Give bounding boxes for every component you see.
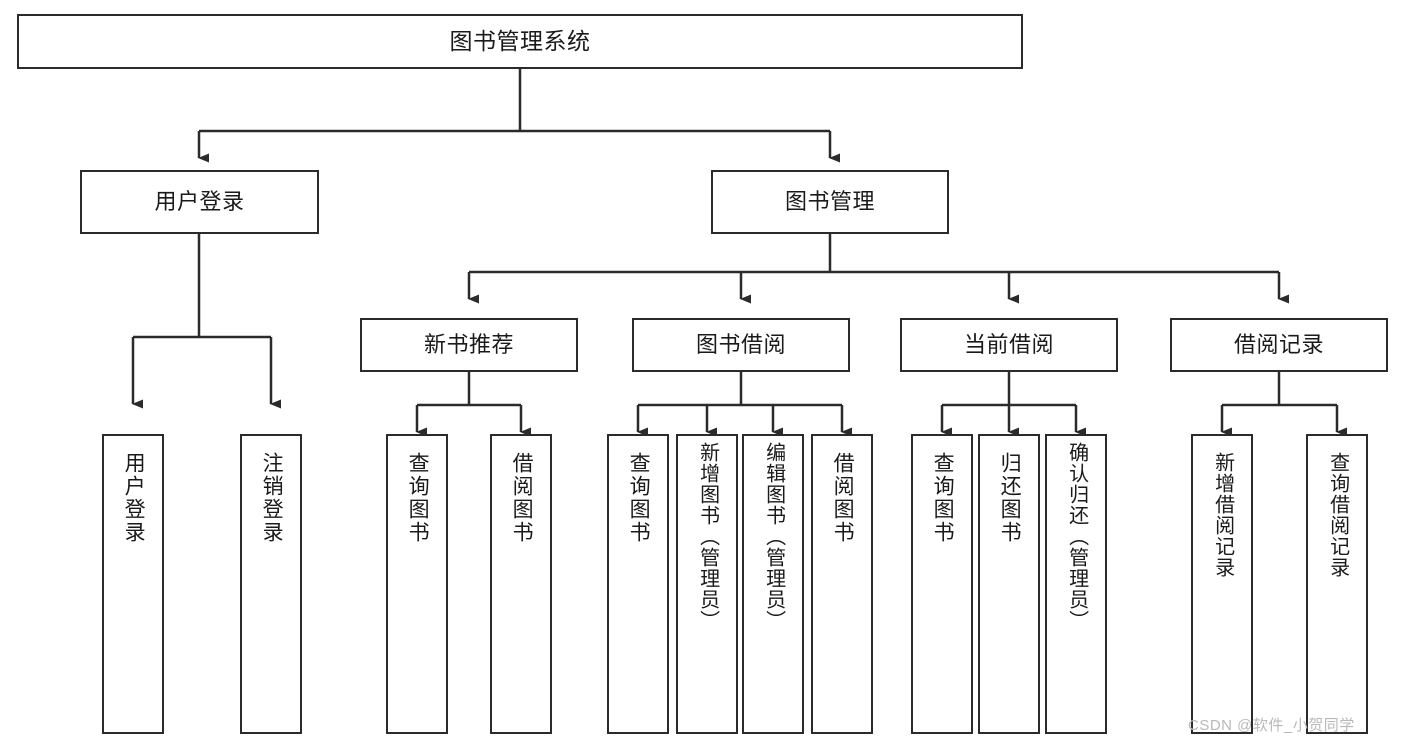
node-leaf-query-book-2-label: 查询图书 <box>627 452 651 544</box>
node-leaf-query-book-2[interactable]: 查询图书 <box>607 434 669 734</box>
node-leaf-query-book-1-label: 查询图书 <box>406 452 430 544</box>
node-new-book-recommend-label: 新书推荐 <box>423 332 514 358</box>
node-leaf-logout[interactable]: 注销登录 <box>240 434 302 734</box>
node-user-login-label: 用户登录 <box>154 189 245 215</box>
node-leaf-borrow-book-2[interactable]: 借阅图书 <box>811 434 873 734</box>
node-leaf-query-borrow-record[interactable]: 查询借阅记录 <box>1306 434 1368 734</box>
node-current-borrow-label: 当前借阅 <box>963 332 1054 358</box>
node-book-borrow[interactable]: 图书借阅 <box>632 318 850 372</box>
node-leaf-return-book[interactable]: 归还图书 <box>978 434 1040 734</box>
node-leaf-edit-book-admin-label: 编辑图书（管理员） <box>762 442 785 631</box>
node-leaf-add-book-admin-label: 新增图书（管理员） <box>696 442 719 631</box>
node-user-login[interactable]: 用户登录 <box>80 170 319 234</box>
node-root-label: 图书管理系统 <box>449 28 591 55</box>
node-current-borrow[interactable]: 当前借阅 <box>900 318 1118 372</box>
node-leaf-query-borrow-record-label: 查询借阅记录 <box>1326 452 1349 578</box>
node-leaf-confirm-return-admin-label: 确认归还（管理员） <box>1065 442 1088 631</box>
node-leaf-return-book-label: 归还图书 <box>998 452 1022 544</box>
node-book-management[interactable]: 图书管理 <box>711 170 949 234</box>
node-leaf-query-book-3-label: 查询图书 <box>931 452 955 544</box>
node-borrow-records[interactable]: 借阅记录 <box>1170 318 1388 372</box>
node-leaf-edit-book-admin[interactable]: 编辑图书（管理员） <box>742 434 804 734</box>
node-leaf-add-book-admin[interactable]: 新增图书（管理员） <box>676 434 738 734</box>
watermark: CSDN @软件_小贺同学 <box>1188 717 1355 734</box>
node-borrow-records-label: 借阅记录 <box>1233 332 1324 358</box>
node-leaf-query-book-3[interactable]: 查询图书 <box>911 434 973 734</box>
node-leaf-borrow-book-2-label: 借阅图书 <box>831 452 855 544</box>
node-new-book-recommend[interactable]: 新书推荐 <box>360 318 578 372</box>
node-leaf-add-borrow-record[interactable]: 新增借阅记录 <box>1191 434 1253 734</box>
node-leaf-borrow-book-1[interactable]: 借阅图书 <box>490 434 552 734</box>
node-leaf-add-borrow-record-label: 新增借阅记录 <box>1211 452 1234 578</box>
node-leaf-query-book-1[interactable]: 查询图书 <box>386 434 448 734</box>
node-leaf-logout-label: 注销登录 <box>260 452 284 544</box>
node-leaf-user-login-label: 用户登录 <box>122 452 146 544</box>
node-leaf-borrow-book-1-label: 借阅图书 <box>510 452 534 544</box>
node-book-management-label: 图书管理 <box>784 189 875 215</box>
node-root[interactable]: 图书管理系统 <box>17 14 1023 69</box>
node-leaf-confirm-return-admin[interactable]: 确认归还（管理员） <box>1045 434 1107 734</box>
node-book-borrow-label: 图书借阅 <box>695 332 786 358</box>
node-leaf-user-login[interactable]: 用户登录 <box>102 434 164 734</box>
